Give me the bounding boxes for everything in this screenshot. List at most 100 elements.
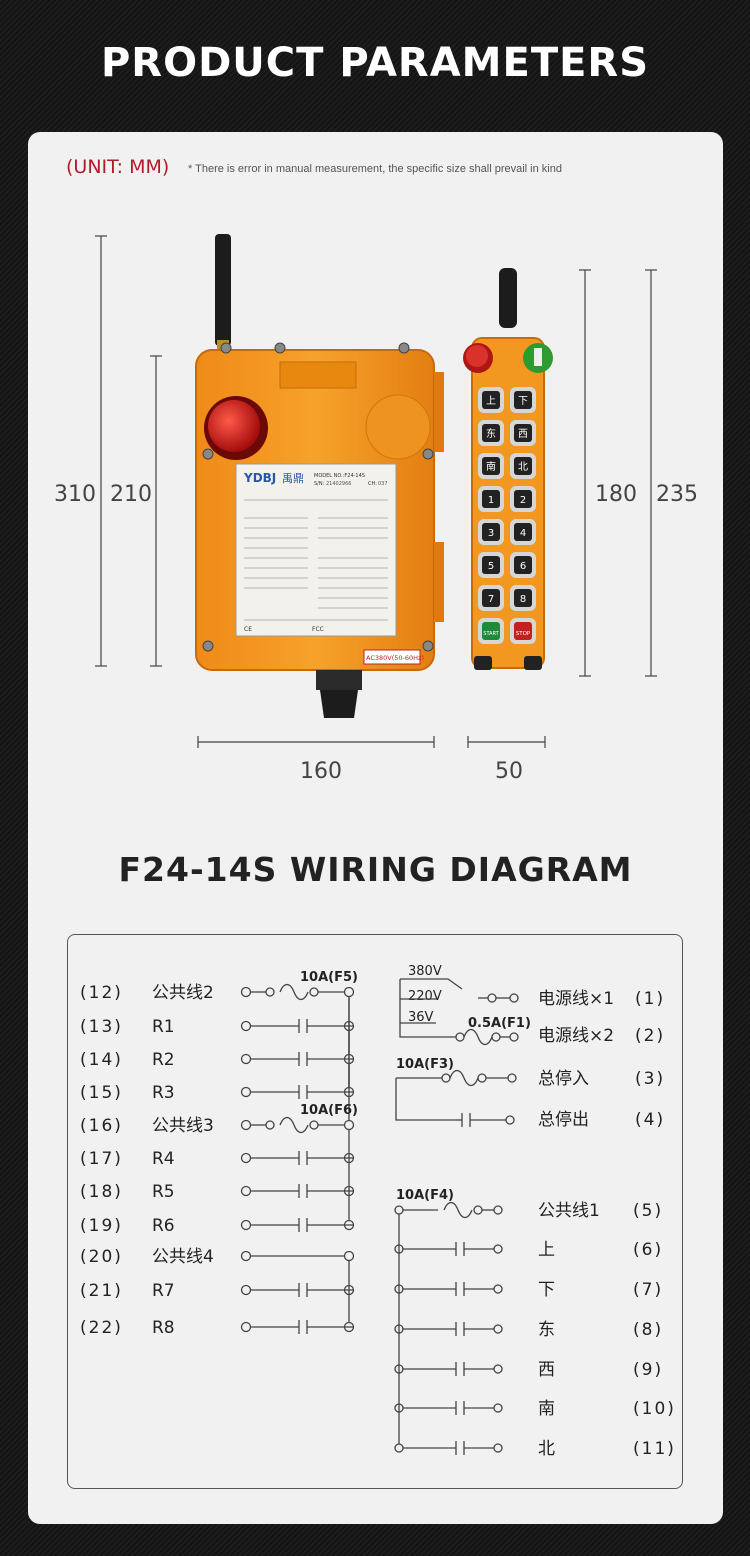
- wiring-terminal-label: R3: [152, 1083, 175, 1103]
- dim-receiver-total-height: 310: [54, 482, 96, 507]
- wiring-terminal-label: 南: [538, 1399, 555, 1419]
- receiver-label-panel: [235, 463, 397, 637]
- receiver-fcc-mark: FCC: [312, 626, 324, 633]
- wiring-terminal-number: (17): [80, 1149, 123, 1169]
- terminal-node: [240, 1185, 252, 1197]
- wiring-terminal-label: R6: [152, 1216, 175, 1236]
- voltage-label: 220V: [408, 989, 442, 1004]
- wiring-terminal-number: (22): [80, 1318, 123, 1338]
- transmitter-button-label: 4: [520, 528, 526, 539]
- fuse-label-f4: 10A(F4): [396, 1188, 454, 1203]
- wiring-terminal-number: (15): [80, 1083, 123, 1103]
- wiring-terminal-label: 公共线3: [152, 1116, 214, 1136]
- fuse-label-f1: 0.5A(F1): [468, 1016, 531, 1031]
- wiring-terminal-number: (20): [80, 1247, 123, 1267]
- parameters-card: (UNIT: MM) * There is error in manual me…: [28, 132, 723, 1524]
- transmitter-button-label: STOP: [516, 631, 531, 637]
- dim-transmitter-width: 50: [495, 759, 523, 784]
- transmitter-button-label: 上: [486, 395, 496, 407]
- dimension-lines: [95, 235, 657, 748]
- dim-transmitter-total-height: 235: [656, 482, 698, 507]
- wiring-terminal-number: (4): [635, 1110, 665, 1130]
- transmitter-button-label: 3: [488, 528, 494, 539]
- unit-label: (UNIT: MM): [66, 156, 170, 178]
- voltage-label: 36V: [408, 1010, 434, 1025]
- terminal-node: [240, 1119, 252, 1131]
- terminal-node: [507, 1073, 517, 1083]
- transmitter-button-label: 东: [486, 427, 496, 440]
- wiring-terminal-number: (7): [633, 1280, 663, 1300]
- transmitter-button-label: 7: [488, 594, 494, 605]
- receiver-ch-value: 037: [378, 481, 388, 487]
- dim-transmitter-body-height: 180: [595, 482, 637, 507]
- wiring-terminal-number: (13): [80, 1017, 123, 1037]
- wiring-terminal-label: R2: [152, 1050, 175, 1070]
- wiring-terminal-label: 下: [538, 1280, 555, 1300]
- wiring-terminal-number: (16): [80, 1116, 123, 1136]
- wiring-terminal-label: 公共线2: [152, 983, 214, 1003]
- terminal-node: [509, 993, 519, 1003]
- wiring-terminal-label: 北: [538, 1439, 555, 1459]
- terminal-node: [509, 1032, 519, 1042]
- receiver-illustration: YDBJ 禹鼎 MODEL NO.:F24-14S S/N: 21402966 …: [195, 234, 444, 718]
- terminal-node: [505, 1115, 515, 1125]
- receiver-sn-label: S/N:: [314, 481, 325, 487]
- terminal-node: [240, 1053, 252, 1065]
- terminal-node: [493, 1403, 503, 1413]
- wiring-terminal-label: 西: [538, 1360, 555, 1380]
- wiring-terminal-label: 电源线×2: [538, 1026, 614, 1046]
- voltage-label: 380V: [408, 964, 442, 979]
- wiring-terminal-label: 总停出: [538, 1110, 589, 1130]
- receiver-brand: YDBJ: [243, 471, 276, 485]
- page-title: PRODUCT PARAMETERS: [100, 40, 650, 86]
- wiring-terminal-label: R8: [152, 1318, 175, 1338]
- terminal-node: [493, 1364, 503, 1374]
- wiring-diagram-title: F24-14S WIRING DIAGRAM: [118, 850, 633, 889]
- receiver-model: MODEL NO.:F24-14S: [314, 473, 365, 479]
- transmitter-antenna: [499, 268, 517, 328]
- wiring-terminal-number: (19): [80, 1216, 123, 1236]
- transmitter-button-label: 8: [520, 594, 526, 605]
- bus-node: [343, 1119, 355, 1131]
- dim-receiver-body-height: 210: [110, 482, 152, 507]
- wiring-terminal-label: 公共线4: [152, 1247, 214, 1267]
- receiver-ce-mark: CE: [244, 626, 252, 633]
- fuse-label-f5: 10A(F5): [300, 970, 358, 985]
- terminal-node: [493, 1324, 503, 1334]
- wiring-terminal-label: R1: [152, 1017, 175, 1037]
- antenna: [215, 234, 231, 346]
- wiring-terminal-number: (6): [633, 1240, 663, 1260]
- terminal-node: [240, 986, 252, 998]
- bus-node: [394, 1443, 404, 1453]
- wiring-terminal-label: 总停入: [538, 1069, 589, 1089]
- transmitter-button-label: 5: [488, 561, 494, 572]
- receiver-sn-value: 21402966: [326, 481, 351, 487]
- fuse-label-f3: 10A(F3): [396, 1057, 454, 1072]
- transmitter-button-label: 南: [486, 460, 496, 473]
- terminal-node: [493, 1244, 503, 1254]
- wiring-terminal-number: (1): [635, 989, 665, 1009]
- terminal-node: [240, 1020, 252, 1032]
- fuse-label-f6: 10A(F6): [300, 1103, 358, 1118]
- cable-gland: [320, 690, 358, 718]
- transmitter-button-label: 下: [518, 396, 528, 407]
- transmitter-button-label: 西: [518, 429, 528, 440]
- terminal-node: [240, 1219, 252, 1231]
- wiring-terminal-number: (12): [80, 983, 123, 1003]
- terminal-node: [240, 1152, 252, 1164]
- bus-node: [394, 1205, 404, 1215]
- wiring-diagram-svg: (12)公共线2(13)R1(14)R2(15)R3(16)公共线3(17)R4…: [80, 964, 674, 1459]
- terminal-node: [493, 1443, 503, 1453]
- wiring-terminal-label: 上: [538, 1240, 555, 1260]
- wiring-diagram: (12)公共线2(13)R1(14)R2(15)R3(16)公共线3(17)R4…: [67, 934, 683, 1489]
- terminal-node: [240, 1284, 252, 1296]
- bus-node: [343, 1250, 355, 1262]
- transmitter-button-label: 2: [520, 495, 526, 506]
- wiring-terminal-label: R5: [152, 1182, 175, 1202]
- terminal-node: [240, 1321, 252, 1333]
- wiring-terminal-number: (5): [633, 1201, 663, 1221]
- wiring-terminal-label: R7: [152, 1281, 175, 1301]
- transmitter-button-label: 北: [518, 461, 528, 473]
- receiver-ch-label: CH:: [368, 481, 377, 487]
